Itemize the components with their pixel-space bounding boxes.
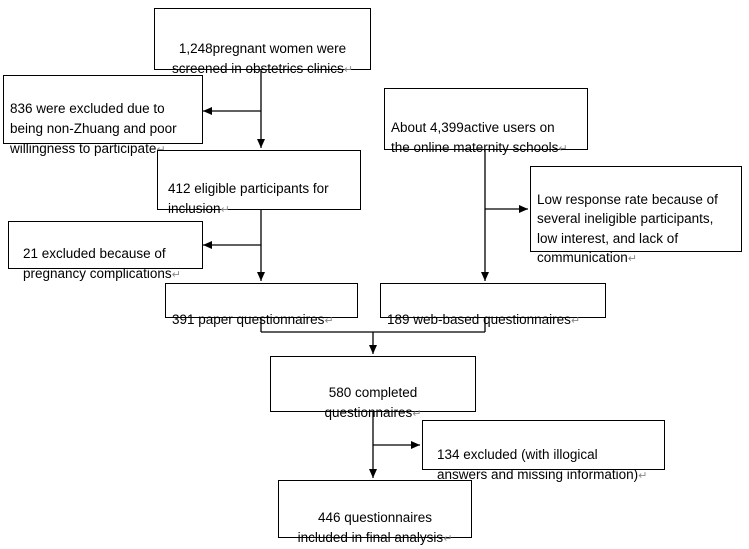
box-eligible: 412 eligible participants for inclusion↵ <box>157 150 361 216</box>
box-excluded-illogical: 134 excluded (with illogical answers and… <box>422 420 665 482</box>
box-online-users: About 4,399active users on the online ma… <box>384 88 588 155</box>
box-excluded-complications: 21 excluded because of pregnancy complic… <box>8 221 203 281</box>
box-screened: 1,248pregnant women were screened in obs… <box>154 8 371 76</box>
box-completed: 580 completed questionnaires↵ <box>270 356 476 420</box>
box-excluded-non-zhuang: 836 were excluded due to being non-Zhuan… <box>3 75 203 156</box>
box-final: 446 questionnaires included in final ana… <box>278 480 472 545</box>
box-low-response: Low response rate because of several ine… <box>530 166 742 265</box>
box-paper: 391 paper questionnaires↵ <box>165 283 358 327</box>
box-web: 189 web-based questionnaires↵ <box>380 283 606 327</box>
